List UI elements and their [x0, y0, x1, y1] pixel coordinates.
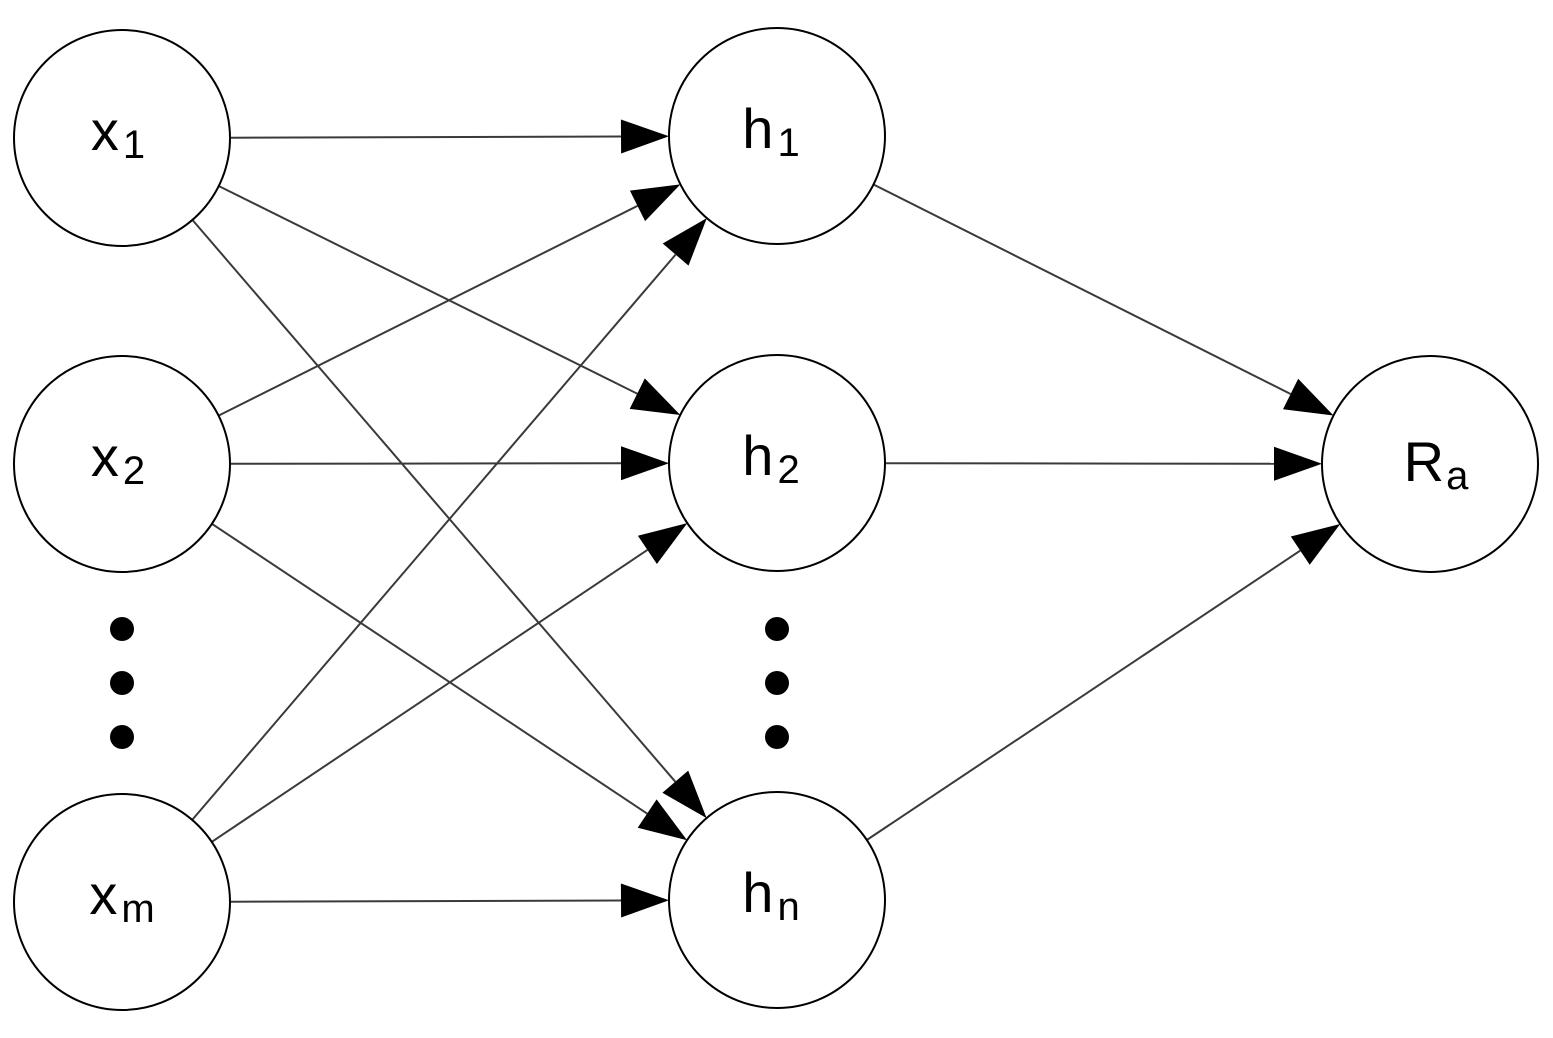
edge-line [211, 522, 648, 815]
edge-line [229, 462, 622, 465]
arrow-head [637, 523, 688, 564]
arrow-head [1283, 378, 1334, 416]
edge-line [191, 219, 677, 783]
hidden-ellipsis [765, 617, 789, 749]
edge-x1-h1 [229, 119, 669, 154]
node-h2-sub: 2 [777, 448, 799, 492]
edge-line [884, 462, 1275, 465]
edge-line [211, 549, 648, 843]
svg-text:x1: x1 [91, 99, 145, 167]
edge-hn-ra [866, 524, 1341, 841]
edge-x1-hn [191, 219, 707, 819]
ellipsis-dot [110, 617, 134, 641]
edge-h2-ra [884, 446, 1322, 481]
ellipsis-dot [765, 725, 789, 749]
edge-xm-hn [229, 883, 669, 918]
input-ellipsis [110, 617, 134, 749]
node-ra-base: R [1404, 430, 1444, 493]
arrow-head [1274, 446, 1322, 481]
arrow-head [662, 218, 707, 266]
node-h1-base: h [742, 97, 773, 160]
svg-text:h2: h2 [742, 424, 799, 492]
ellipsis-dot [110, 671, 134, 695]
svg-text:xm: xm [89, 863, 154, 931]
ellipsis-dot [765, 617, 789, 641]
node-hn-sub: n [777, 885, 799, 929]
edge-line [191, 253, 677, 821]
node-x2-base: x [91, 425, 119, 488]
arrow-head [629, 378, 681, 415]
arrow-head [637, 799, 688, 841]
edge-xm-h2 [211, 523, 688, 843]
edge-h1-ra [873, 183, 1334, 416]
node-x1-sub: 1 [123, 123, 145, 167]
arrow-head [620, 119, 669, 154]
svg-text:hn: hn [742, 861, 799, 929]
edge-line [866, 549, 1301, 841]
ellipsis-dot [765, 671, 789, 695]
node-xm-sub: m [121, 887, 154, 931]
ellipsis-dot [110, 725, 134, 749]
arrow-head [1290, 524, 1341, 565]
arrow-head [620, 883, 669, 918]
node-ra: Ra [1321, 355, 1539, 573]
node-x2-sub: 2 [123, 449, 145, 493]
arrow-head [621, 446, 669, 481]
svg-text:h1: h1 [742, 97, 799, 165]
node-hn-base: h [742, 861, 773, 924]
edge-x2-h1 [218, 184, 681, 417]
edge-line [218, 205, 638, 417]
edge-line [229, 899, 622, 903]
edge-x1-h2 [218, 185, 681, 415]
node-x1-base: x [91, 99, 119, 162]
edge-x2-hn [211, 522, 688, 841]
edge-line [873, 183, 1292, 395]
node-xm-base: x [89, 863, 117, 926]
arrow-head [662, 770, 707, 819]
edge-line [218, 185, 638, 395]
node-h2-base: h [742, 424, 773, 487]
svg-text:Ra: Ra [1404, 430, 1469, 498]
edge-x2-h2 [229, 446, 669, 481]
svg-text:x2: x2 [91, 425, 145, 493]
edge-line [229, 135, 622, 139]
edge-xm-h1 [191, 218, 707, 821]
edges-layer [191, 119, 1341, 918]
node-h1-sub: 1 [777, 121, 799, 165]
node-ra-sub: a [1446, 454, 1469, 498]
arrow-head [629, 184, 681, 222]
